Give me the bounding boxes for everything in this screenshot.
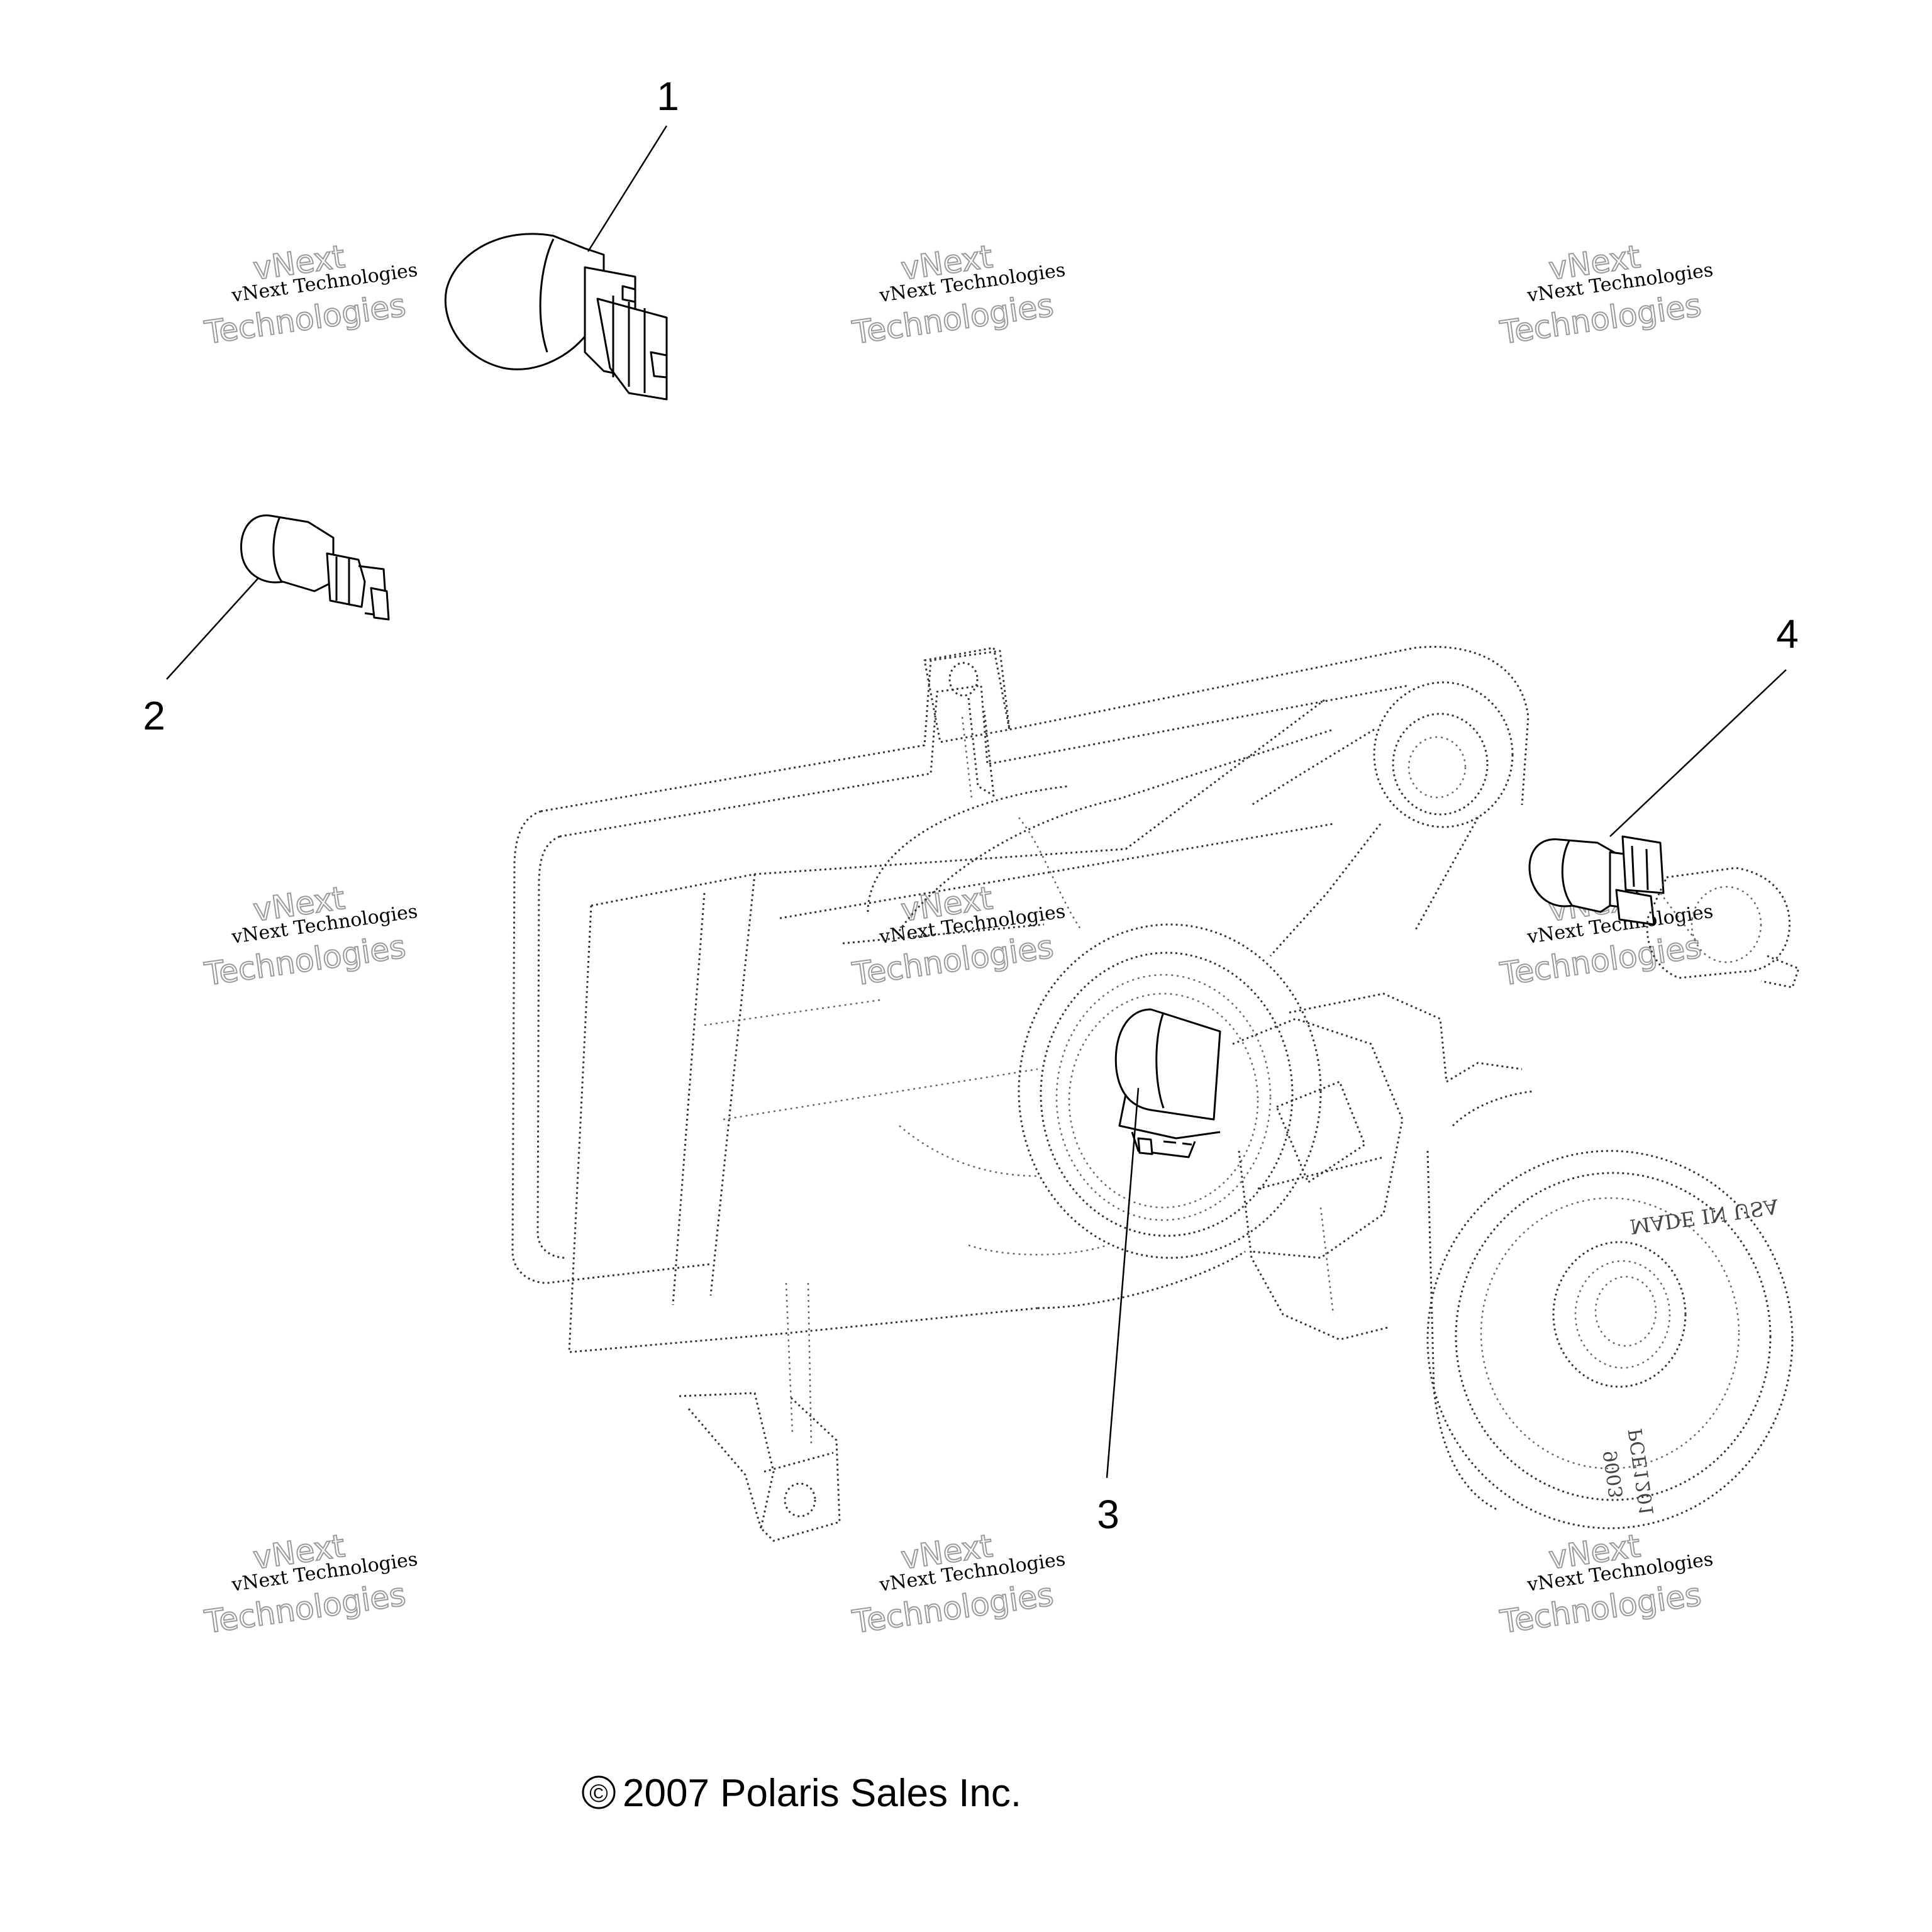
- leader-lines: [166, 125, 1787, 1479]
- leader-line-3: [1106, 1087, 1140, 1479]
- bulb-part-1[interactable]: [444, 233, 668, 401]
- callout-2: 2: [143, 693, 165, 738]
- lamp-marking-line-2: PCE1201: [1624, 1427, 1658, 1518]
- bulb-part-2[interactable]: [240, 514, 390, 621]
- watermark: vNext vNext Technologies Technologies: [1497, 238, 1714, 352]
- watermark: vNext vNext Technologies Technologies: [201, 879, 419, 994]
- callout-1: 1: [657, 74, 679, 119]
- callout-3: 3: [1097, 1492, 1119, 1537]
- copyright-icon: [582, 1775, 616, 1809]
- leader-line-4: [1609, 669, 1787, 837]
- watermark: vNext vNext Technologies Technologies: [201, 238, 419, 352]
- leader-line-1: [587, 125, 668, 252]
- bulb-part-3[interactable]: [1114, 1008, 1221, 1158]
- watermark: vNext vNext Technologies Technologies: [849, 1527, 1067, 1641]
- callout-4: 4: [1776, 611, 1799, 657]
- bulb-part-4[interactable]: [1528, 835, 1665, 926]
- copyright-notice: © 2007 Polaris Sales Inc.: [582, 1772, 1021, 1815]
- lamp-marking-line-3: 9003: [1599, 1449, 1628, 1499]
- watermark-grid: vNext vNext Technologies Technologies vN…: [201, 238, 1714, 1641]
- callout-labels: 1 2 3 4: [143, 74, 1799, 1537]
- headlight-housing: [511, 646, 1800, 1542]
- leader-line-2: [166, 578, 258, 680]
- lamp-marking-line-1: MADE IN USA: [1628, 1194, 1780, 1239]
- watermark: vNext vNext Technologies Technologies: [1497, 1527, 1714, 1641]
- copyright-symbol: ©: [589, 1780, 608, 1807]
- watermark: vNext vNext Technologies Technologies: [201, 1527, 419, 1641]
- copyright-text: 2007 Polaris Sales Inc.: [623, 1772, 1021, 1815]
- watermark: vNext vNext Technologies Technologies: [849, 238, 1067, 352]
- watermark: vNext vNext Technologies Technologies: [849, 879, 1067, 994]
